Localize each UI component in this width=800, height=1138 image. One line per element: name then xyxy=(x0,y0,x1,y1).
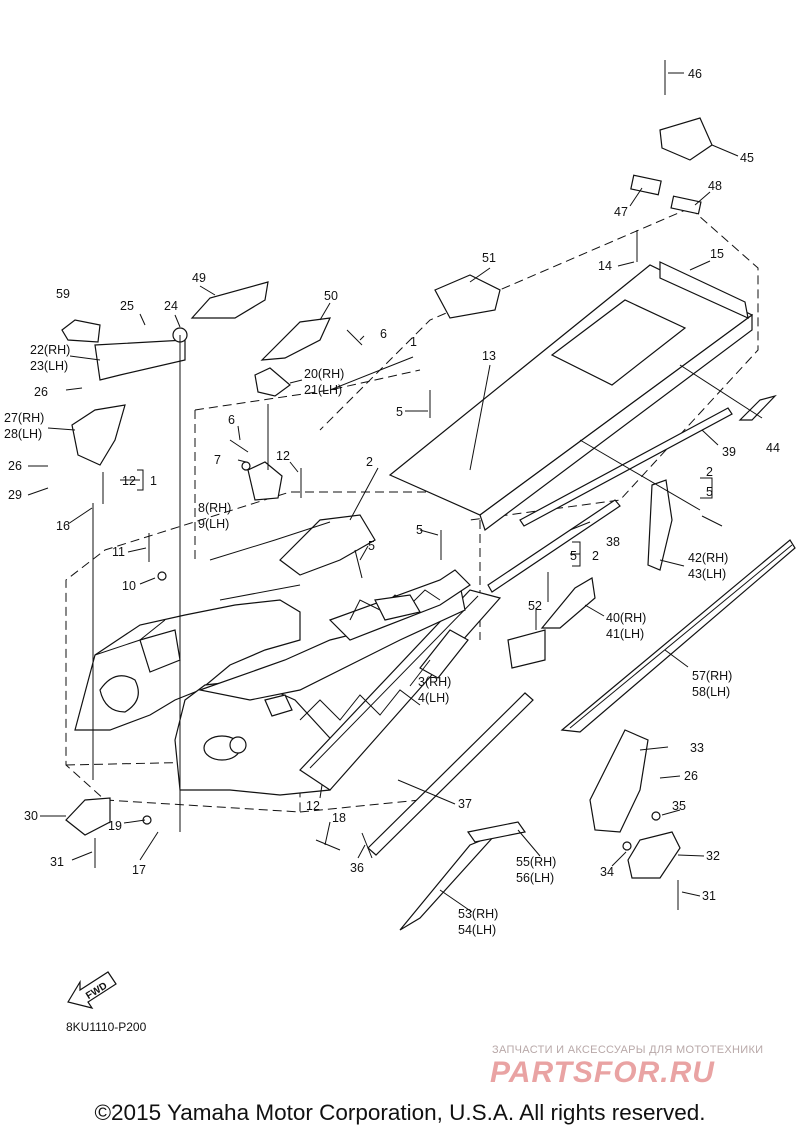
callout-12-bottom: 12 xyxy=(306,799,320,813)
callout-23: 23(LH) xyxy=(30,359,68,373)
callout-27: 27(RH) xyxy=(4,411,44,425)
callout-1-left: 1 xyxy=(150,474,157,488)
watermark-caption: ЗАПЧАСТИ И АКСЕССУАРЫ ДЛЯ МОТОТЕХНИКИ xyxy=(492,1044,764,1056)
callout-52: 52 xyxy=(528,599,542,613)
leader-lines xyxy=(27,72,763,913)
callout-4: 4(LH) xyxy=(418,691,449,705)
callout-33: 33 xyxy=(690,741,704,755)
small-parts xyxy=(61,60,713,879)
callout-labels: 46 45 48 47 14 15 51 13 1 6 50 49 59 25 … xyxy=(4,67,780,937)
callout-46: 46 xyxy=(688,67,702,81)
callout-43: 43(LH) xyxy=(688,567,726,581)
callout-5-d: 5 xyxy=(570,549,577,563)
callout-13: 13 xyxy=(482,349,496,363)
callout-26-right: 26 xyxy=(684,769,698,783)
callout-29: 29 xyxy=(8,488,22,502)
callout-38: 38 xyxy=(606,535,620,549)
callout-30: 30 xyxy=(24,809,38,823)
callout-10: 10 xyxy=(122,579,136,593)
callout-47: 47 xyxy=(614,205,628,219)
callout-50: 50 xyxy=(324,289,338,303)
diagram-code: 8KU1110-P200 xyxy=(66,1020,147,1034)
callout-20: 20(RH) xyxy=(304,367,344,381)
callout-18: 18 xyxy=(332,811,346,825)
callout-53: 53(RH) xyxy=(458,907,498,921)
callout-7: 7 xyxy=(214,453,221,467)
callout-22: 22(RH) xyxy=(30,343,70,357)
callout-59: 59 xyxy=(56,287,70,301)
callout-5-c: 5 xyxy=(368,539,375,553)
callout-16: 16 xyxy=(56,519,70,533)
callout-54: 54(LH) xyxy=(458,923,496,937)
callout-5-b: 5 xyxy=(416,523,423,537)
callout-45: 45 xyxy=(740,151,754,165)
tunnel-plate xyxy=(388,261,754,531)
callout-11: 11 xyxy=(112,545,125,559)
watermark-logo: PARTSFOR.RU xyxy=(490,1056,715,1089)
callout-25: 25 xyxy=(120,299,134,313)
callout-21: 21(LH) xyxy=(304,383,342,397)
callout-49: 49 xyxy=(192,271,206,285)
callout-2-right: 2 xyxy=(706,465,713,479)
callout-35: 35 xyxy=(672,799,686,813)
callout-14: 14 xyxy=(598,259,612,273)
callout-17: 17 xyxy=(132,863,146,877)
fwd-direction-arrow: FWD xyxy=(67,971,117,1009)
callout-19: 19 xyxy=(108,819,122,833)
callout-31-right: 31 xyxy=(702,889,716,903)
callout-3: 3(RH) xyxy=(418,675,451,689)
callout-24: 24 xyxy=(164,299,178,313)
callout-32: 32 xyxy=(706,849,720,863)
callout-56: 56(LH) xyxy=(516,871,554,885)
callout-2-mid: 2 xyxy=(592,549,599,563)
callout-1-top: 1 xyxy=(410,335,417,349)
callout-39: 39 xyxy=(722,445,736,459)
callout-36: 36 xyxy=(350,861,364,875)
callout-26-left: 26 xyxy=(8,459,22,473)
callout-9: 9(LH) xyxy=(198,517,229,531)
callout-31-left: 31 xyxy=(50,855,64,869)
callout-2-top: 2 xyxy=(366,455,373,469)
callout-12-left: 12 xyxy=(122,474,136,488)
callout-55: 55(RH) xyxy=(516,855,556,869)
callout-51: 51 xyxy=(482,251,496,265)
callout-42: 42(RH) xyxy=(688,551,728,565)
callout-40: 40(RH) xyxy=(606,611,646,625)
side-panels xyxy=(399,394,796,931)
callout-15: 15 xyxy=(710,247,724,261)
callout-44: 44 xyxy=(766,441,780,455)
callout-26-left-top: 26 xyxy=(34,385,48,399)
callout-41: 41(LH) xyxy=(606,627,644,641)
callout-34: 34 xyxy=(600,865,614,879)
callout-5-a: 5 xyxy=(396,405,403,419)
fasteners xyxy=(94,230,723,910)
callout-5-right: 5 xyxy=(706,485,713,499)
callout-28: 28(LH) xyxy=(4,427,42,441)
callout-8: 8(RH) xyxy=(198,501,231,515)
callout-12-mid: 12 xyxy=(276,449,290,463)
callout-48: 48 xyxy=(708,179,722,193)
callout-58: 58(LH) xyxy=(692,685,730,699)
copyright-notice: ©2015 Yamaha Motor Corporation, U.S.A. A… xyxy=(94,1100,706,1125)
callout-57: 57(RH) xyxy=(692,669,732,683)
callout-6-mid: 6 xyxy=(228,413,235,427)
callout-37: 37 xyxy=(458,797,472,811)
callout-6-top: 6 xyxy=(380,327,387,341)
